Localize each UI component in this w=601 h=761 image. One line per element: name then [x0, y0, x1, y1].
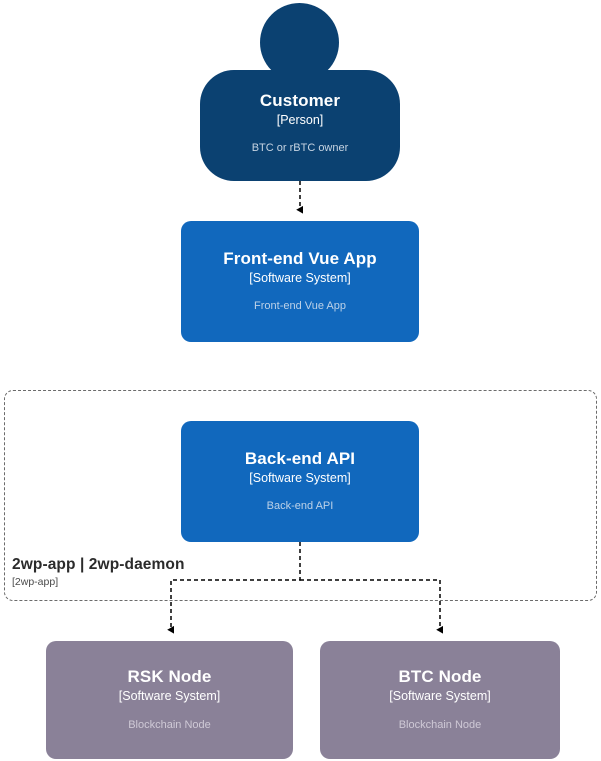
boundary-2wp-app: [4, 390, 597, 601]
node-rsk-description: Blockchain Node: [128, 718, 211, 731]
node-customer-description: BTC or rBTC owner: [251, 142, 349, 155]
node-backend-api[interactable]: Back-end API [Software System] Back-end …: [181, 421, 419, 542]
node-rsk-node[interactable]: RSK Node [Software System] Blockchain No…: [46, 641, 293, 759]
node-backend-description: Back-end API: [266, 500, 334, 513]
node-backend-title: Back-end API: [244, 448, 356, 468]
node-frontend-title: Front-end Vue App: [223, 248, 377, 268]
node-rsk-type: [Software System]: [118, 689, 221, 704]
node-backend-type: [Software System]: [249, 470, 351, 485]
node-btc-description: Blockchain Node: [398, 718, 482, 731]
node-btc-title: BTC Node: [398, 667, 482, 687]
person-head-icon: [260, 3, 339, 82]
node-customer[interactable]: Customer [Person] BTC or rBTC owner: [200, 70, 400, 181]
node-frontend-vue-app[interactable]: Front-end Vue App [Software System] Fron…: [181, 221, 419, 342]
boundary-label: 2wp-app | 2wp-daemon: [12, 556, 185, 573]
node-customer-type: [Person]: [276, 113, 324, 128]
node-frontend-description: Front-end Vue App: [254, 300, 346, 313]
node-btc-type: [Software System]: [389, 689, 491, 704]
node-customer-title: Customer: [259, 91, 341, 110]
boundary-sublabel: [2wp-app]: [12, 576, 59, 588]
node-rsk-title: RSK Node: [127, 667, 212, 687]
node-frontend-type: [Software System]: [249, 270, 351, 285]
node-btc-node[interactable]: BTC Node [Software System] Blockchain No…: [320, 641, 560, 759]
